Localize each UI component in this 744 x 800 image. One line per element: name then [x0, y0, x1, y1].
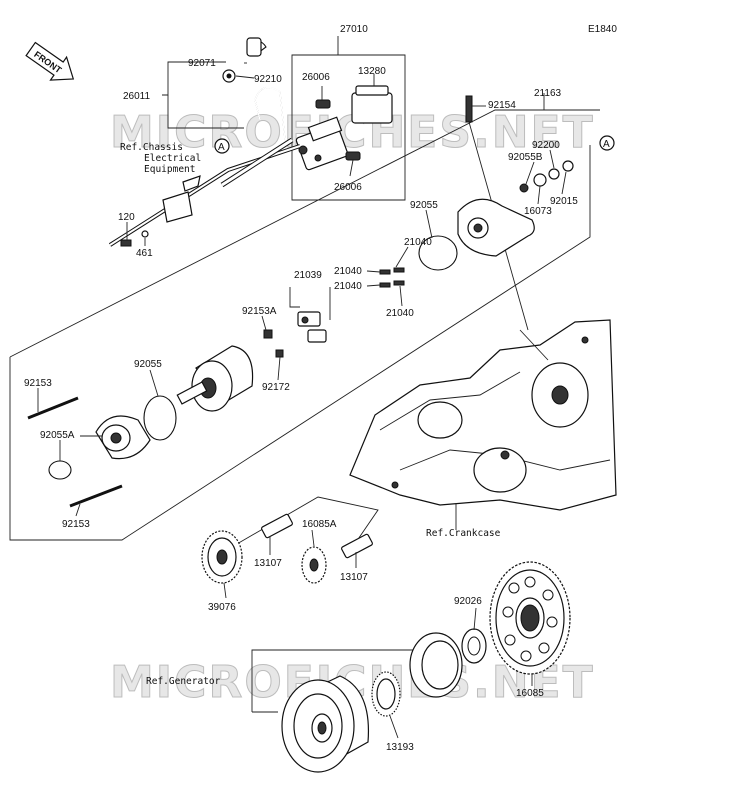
starter-relay	[295, 116, 349, 171]
ref-chassis-line3: Equipment	[144, 164, 195, 175]
ref-marker-a-right	[599, 135, 615, 151]
label-120: 120	[118, 212, 135, 223]
watermark-top: MICROFICHES.NET	[110, 107, 595, 158]
label-26006-a: 26006	[302, 72, 330, 83]
label-92055B: 92055B	[508, 152, 543, 163]
fuse-26006-b	[345, 151, 361, 161]
starter-front-cover	[95, 415, 151, 460]
label-39076: 39076	[208, 602, 236, 613]
bolt-120	[120, 239, 132, 247]
fuse-26006-a	[315, 99, 331, 109]
label-92153-lower: 92153	[62, 519, 90, 530]
label-21040-a: 21040	[404, 237, 432, 248]
label-13107-a: 13107	[254, 558, 282, 569]
nut-92015	[562, 160, 574, 172]
diagram-code: E1840	[588, 24, 617, 35]
label-13107-b: 13107	[340, 572, 368, 583]
label-92055-lower: 92055	[134, 359, 162, 370]
bolt-92153-lower	[69, 484, 123, 508]
label-26011: 26011	[123, 91, 151, 102]
label-16085: 16085	[516, 688, 544, 699]
one-way-clutch-housing	[409, 632, 463, 698]
crankcase	[349, 319, 617, 511]
label-21040-b: 21040	[334, 266, 362, 277]
ref-chassis-line2: Electrical	[144, 153, 201, 164]
label-92200: 92200	[532, 140, 560, 151]
shaft-13107-a	[261, 513, 293, 539]
ref-chassis-line1: Ref.Chassis	[120, 142, 183, 153]
label-21040-c: 21040	[334, 281, 362, 292]
brush-set	[379, 267, 405, 288]
oring-92055-lower	[143, 395, 177, 441]
label-13193: 13193	[386, 742, 414, 753]
label-92055A: 92055A	[40, 430, 75, 441]
starter-cover-group: A	[418, 95, 615, 331]
washer-461	[141, 230, 149, 238]
ref-generator: Ref.Generator	[146, 676, 221, 687]
label-21040-d: 21040	[386, 308, 414, 319]
frame-line-upper	[9, 109, 600, 358]
leader-lines	[37, 62, 567, 739]
part-labels: 27010 26011 92071 92210 26006 13280 2600…	[24, 24, 578, 753]
ref-marker-a-left-text: A	[218, 142, 225, 153]
gear-39076	[201, 530, 243, 584]
front-arrow-icon: FRONT	[25, 41, 75, 81]
ref-crankcase: Ref.Crankcase	[426, 528, 501, 539]
relay-13280	[351, 92, 393, 124]
generator-rotor	[281, 675, 370, 773]
label-461: 461	[136, 248, 153, 259]
washer-92200	[548, 168, 560, 180]
label-92210: 92210	[254, 74, 282, 85]
label-21039: 21039	[294, 270, 322, 281]
oring-92055-upper	[418, 235, 458, 271]
oring-92055b	[519, 183, 529, 193]
brush-holder-21039	[297, 311, 327, 343]
ref-marker-a-left	[214, 138, 230, 154]
bolt-92153-upper	[27, 396, 79, 420]
label-92071: 92071	[188, 58, 216, 69]
starter-motor	[176, 345, 254, 412]
collar-16073	[533, 173, 547, 187]
label-92055-upper: 92055	[410, 200, 438, 211]
gear-16085	[489, 561, 571, 675]
label-13280: 13280	[358, 66, 386, 77]
chassis-bracket	[162, 191, 193, 223]
label-27010: 27010	[340, 24, 368, 35]
cable-boot	[246, 37, 262, 57]
label-16085A: 16085A	[302, 519, 337, 530]
label-26006-b: 26006	[334, 182, 362, 193]
label-92154: 92154	[488, 100, 516, 111]
bolt-92154	[465, 95, 473, 123]
frame-line-lower	[9, 145, 591, 541]
label-21163: 21163	[534, 88, 562, 99]
screw-92172	[275, 349, 284, 358]
label-92015: 92015	[550, 196, 578, 207]
label-92153-upper: 92153	[24, 378, 52, 389]
label-92026: 92026	[454, 596, 482, 607]
oring-92055A	[48, 460, 72, 480]
starter-cover	[457, 198, 535, 257]
label-16073: 16073	[524, 206, 552, 217]
gear-16085A	[301, 546, 327, 584]
label-92172: 92172	[262, 382, 290, 393]
bearing-13193	[371, 671, 401, 717]
screw-92153a	[263, 329, 273, 339]
shaft-13107-b	[341, 533, 373, 559]
relay-assembly-group: A	[108, 36, 406, 247]
ref-marker-a-right-text: A	[603, 139, 610, 150]
label-92153A: 92153A	[242, 306, 277, 317]
